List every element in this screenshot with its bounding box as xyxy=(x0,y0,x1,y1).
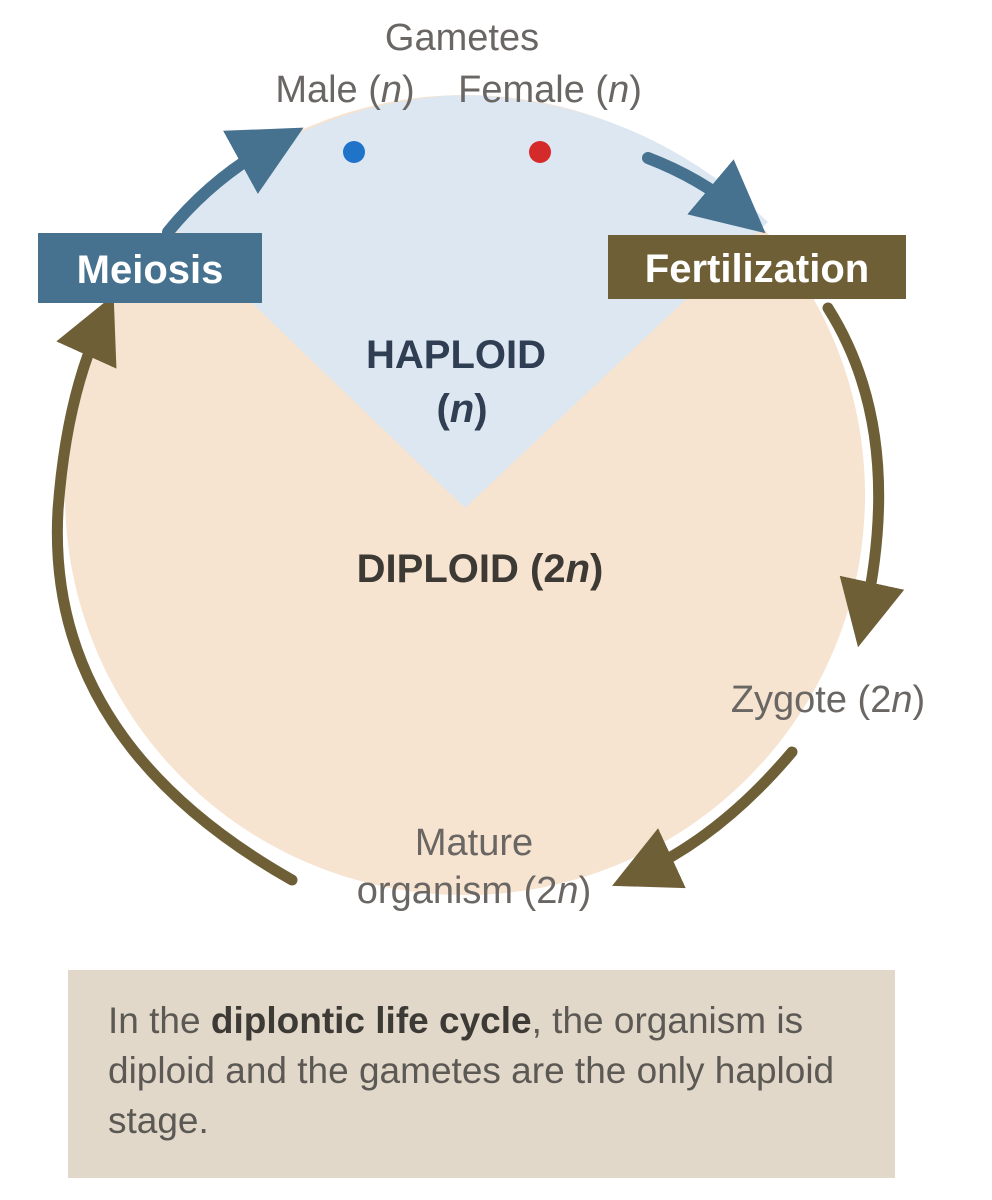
haploid-label: HAPLOID xyxy=(366,333,546,377)
fertilization-label: Fertilization xyxy=(645,247,869,291)
haploid-n-label: (n) xyxy=(436,387,487,431)
fertilization-to-zygote-arrow xyxy=(822,302,905,648)
caption-box: In the diplontic life cycle, the organis… xyxy=(68,970,895,1178)
caption-text-start: In the xyxy=(108,1000,211,1041)
male-gamete-label: Male (n) xyxy=(275,69,414,111)
male-gamete-dot xyxy=(343,141,365,163)
gametes-to-fertilization-arrow xyxy=(642,152,766,234)
mature-label-line1: Mature xyxy=(415,822,533,864)
gametes-title: Gametes xyxy=(385,17,539,59)
haploid-region xyxy=(168,95,768,508)
meiosis-to-gametes-arrow xyxy=(162,127,304,238)
fertilization-box: Fertilization xyxy=(608,235,906,299)
zygote-label: Zygote (2n) xyxy=(731,679,925,721)
female-gamete-label: Female (n) xyxy=(458,69,642,111)
meiosis-box: Meiosis xyxy=(38,233,262,303)
mature-to-meiosis-arrow xyxy=(51,294,298,886)
female-gamete-dot xyxy=(529,141,551,163)
meiosis-label: Meiosis xyxy=(77,248,224,292)
zygote-to-mature-arrow xyxy=(612,746,798,889)
diploid-label: DIPLOID (2n) xyxy=(357,547,604,591)
caption-bold-term: diplontic life cycle xyxy=(210,1000,532,1041)
mature-label-line2: organism (2n) xyxy=(357,870,591,912)
caption-text-end: , the organism is diploid and the gamete… xyxy=(108,1000,835,1141)
